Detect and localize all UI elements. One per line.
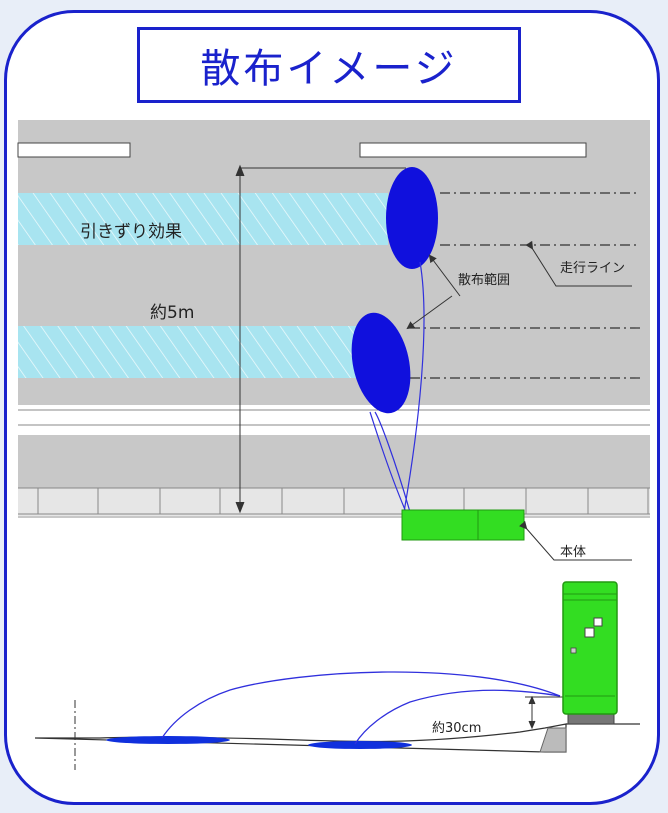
spray-trajectories (369, 261, 425, 513)
spray-oval-upper (386, 167, 438, 269)
spray-puddle-far (106, 736, 230, 744)
height-label: 約30cm (432, 721, 481, 736)
spray-range-label: 散布範囲 (458, 273, 510, 288)
width-dimension (235, 164, 406, 514)
main-unit-label: 本体 (560, 545, 586, 560)
lane-marking-right (359, 142, 587, 158)
sidewalk (18, 488, 650, 516)
travel-line-label: 走行ライン (560, 261, 625, 276)
spray-oval-lower (351, 312, 411, 414)
title-box: 散布イメージ (137, 27, 521, 103)
wheel-track-upper (18, 193, 388, 245)
lane-marking-left (17, 142, 131, 158)
spray-puddle-near (308, 741, 412, 749)
page-title: 散布イメージ (200, 46, 458, 92)
height-dimension (525, 695, 565, 730)
road-surface (18, 120, 650, 518)
travel-lines (410, 192, 640, 379)
spray-range-leaders (406, 254, 461, 330)
travel-line-leader (525, 240, 632, 287)
main-unit-side-view (562, 581, 618, 725)
spray-arcs (161, 671, 561, 745)
main-unit-top-view (401, 509, 525, 541)
drag-effect-label: 引きずり効果 (80, 222, 182, 242)
width-label: 約5m (150, 303, 194, 323)
main-unit-leader (519, 520, 632, 561)
wheel-track-lower (18, 326, 358, 378)
